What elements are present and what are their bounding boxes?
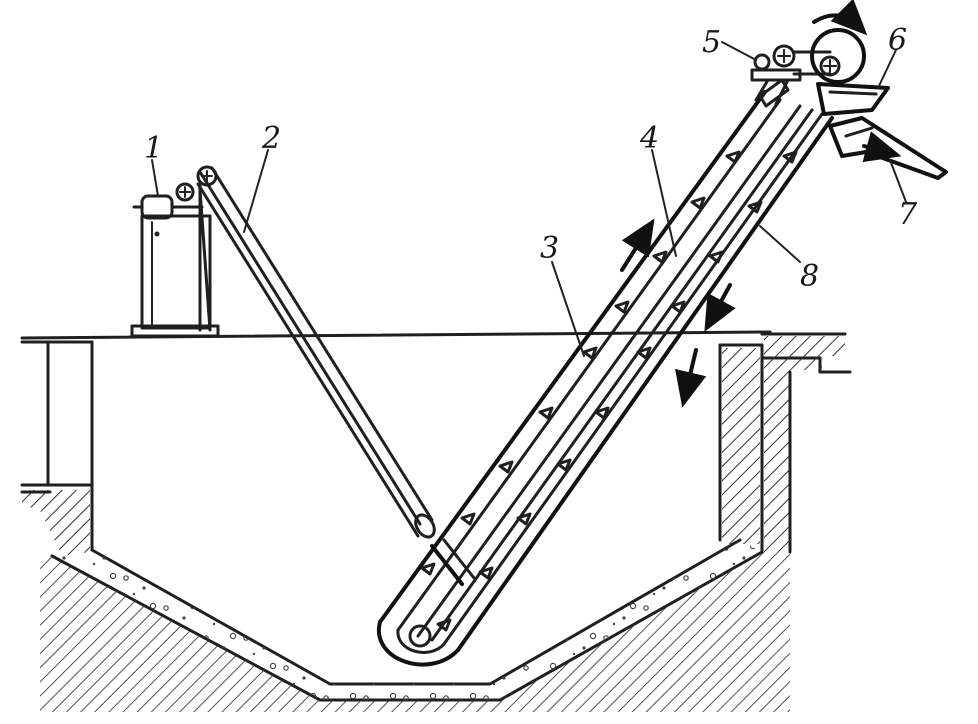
callout-7: 7 bbox=[898, 197, 918, 232]
flow-arrow-icon bbox=[620, 131, 902, 408]
callout-4: 4 bbox=[639, 121, 659, 156]
left-column bbox=[20, 340, 94, 552]
callout-8: 8 bbox=[800, 259, 819, 294]
callout-1: 1 bbox=[144, 131, 163, 166]
scraper-buckets bbox=[420, 150, 798, 632]
discharge-hopper bbox=[816, 82, 890, 116]
callout-2: 2 bbox=[261, 121, 281, 156]
lift-boom bbox=[196, 165, 436, 539]
discharge-chute bbox=[828, 116, 948, 180]
callout-6: 6 bbox=[888, 23, 907, 58]
drive-motor-icon bbox=[132, 182, 204, 220]
sprocket-icon bbox=[758, 78, 790, 108]
leader-lines bbox=[151, 41, 907, 357]
pit-lining bbox=[0, 538, 978, 724]
callout-3: 3 bbox=[540, 231, 559, 266]
rotation-arrow-icon bbox=[812, 0, 868, 36]
left-ground-hatching bbox=[20, 490, 90, 556]
callout-5: 5 bbox=[702, 25, 721, 60]
right-wall bbox=[718, 332, 852, 554]
